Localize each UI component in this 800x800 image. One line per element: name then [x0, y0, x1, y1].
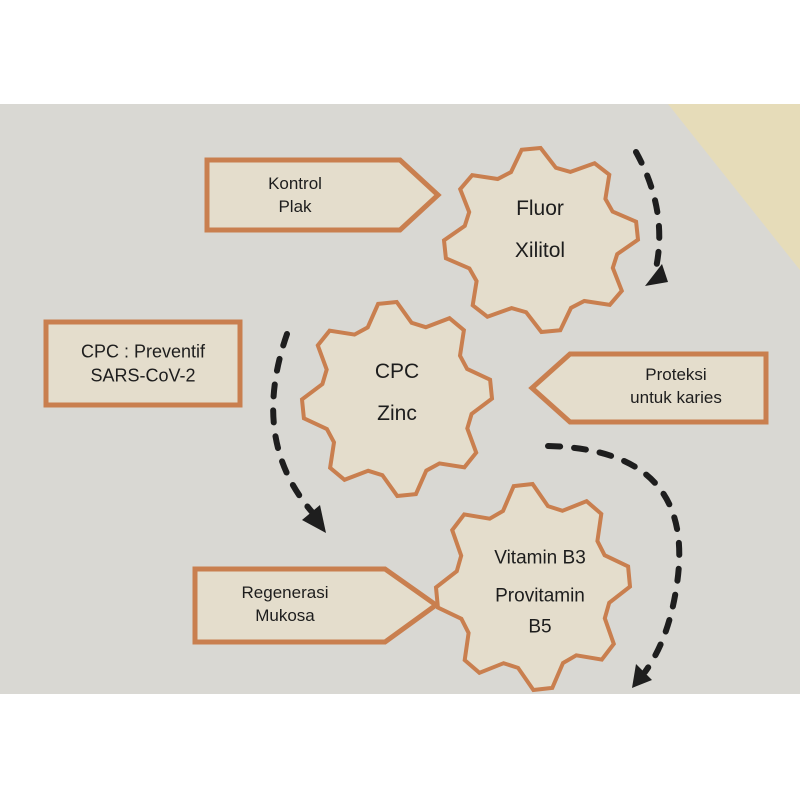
dashed-arrow-2	[270, 331, 315, 515]
corner-decoration	[668, 104, 800, 270]
label-fluor-xilitol: Fluor Xilitol	[515, 188, 565, 272]
text-line: Proteksi	[645, 365, 707, 385]
text-line: Provitamin	[495, 585, 585, 607]
arrowhead-2	[302, 505, 326, 533]
label-cpc-preventif: CPC : Preventif SARS-CoV-2	[81, 340, 205, 389]
text-line: untuk karies	[630, 388, 722, 407]
label-proteksi: Proteksi untuk karies	[630, 364, 722, 410]
arrowhead-1	[645, 264, 668, 286]
text-line: SARS-CoV-2	[90, 366, 196, 386]
box-kontrol-plak	[204, 157, 442, 233]
label-regenerasi: Regenerasi Mukosa	[242, 582, 329, 628]
dashed-arrow-1	[633, 149, 663, 271]
label-kontrol-plak: Kontrol Plak	[268, 173, 322, 219]
arrowhead-3	[632, 664, 652, 688]
text-line: Mukosa	[255, 606, 315, 625]
dashed-arrow-3	[545, 443, 683, 675]
gear-vitamin	[433, 481, 633, 693]
text-line: B5	[528, 616, 552, 638]
text-line: CPC : Preventif	[80, 341, 206, 362]
text-line: Xilitol	[514, 239, 566, 262]
label-vitamin: Vitamin B3 Provitamin B5	[494, 543, 586, 642]
gear-fluor-xilitol	[441, 145, 641, 335]
text-line: Regenerasi	[241, 583, 329, 603]
text-line: Kontrol	[268, 174, 322, 194]
label-cpc-zinc: CPC Zinc	[375, 351, 419, 435]
box-cpc-preventif	[43, 319, 243, 408]
box-regenerasi	[192, 566, 441, 645]
text-line: CPC	[374, 360, 420, 383]
box-proteksi	[528, 351, 769, 425]
text-line: Plak	[278, 197, 312, 216]
text-line: Zinc	[377, 402, 417, 425]
text-line: Fluor	[516, 197, 564, 220]
text-line: Vitamin B3	[494, 547, 586, 569]
gear-cpc-zinc	[299, 299, 495, 499]
